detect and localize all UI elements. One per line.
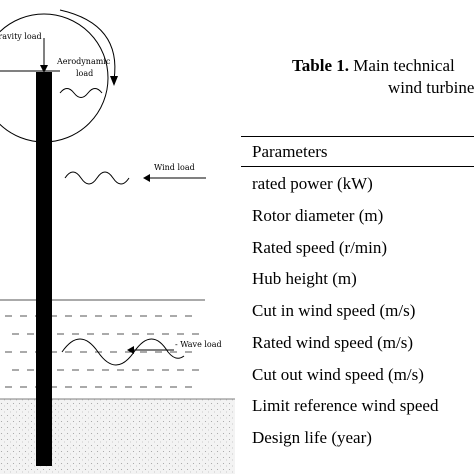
table-header: Parameters <box>252 142 328 161</box>
gravity-load-label: Gravity load <box>0 32 42 41</box>
aerodynamic-arrowhead <box>110 76 118 86</box>
table-row: rated power (kW) <box>252 174 373 193</box>
wind-load-label: Wind load <box>154 163 195 172</box>
aerodynamic-load-arrow <box>59 9 116 81</box>
wind-wave <box>64 171 130 185</box>
aerodynamic-load-label-2: load <box>76 69 94 78</box>
wind-arrowhead <box>143 174 150 182</box>
table-row: Limit reference wind speed <box>252 396 439 415</box>
table-row: Rated speed (r/min) <box>252 238 388 257</box>
aerodynamic-load-label: Aerodynamic <box>57 57 111 66</box>
sea-wave <box>61 338 185 366</box>
table-caption: Table 1. Main technical <box>292 57 455 74</box>
tower <box>36 72 52 466</box>
table-row: Hub height (m) <box>252 269 357 288</box>
table-row: Cut out wind speed (m/s) <box>252 365 424 384</box>
aerodynamic-wave <box>59 88 103 98</box>
table-top-rule <box>241 136 474 137</box>
seabed <box>0 399 235 474</box>
table-row: Cut in wind speed (m/s) <box>252 301 416 320</box>
table-caption-bold: Table 1. <box>292 56 350 75</box>
table-row: Design life (year) <box>252 428 372 447</box>
wave-load-label: - Wave load <box>175 340 222 349</box>
table-row: Rated wind speed (m/s) <box>252 333 413 352</box>
gravity-arrowhead <box>40 65 48 73</box>
table-header-rule <box>241 166 474 167</box>
table-caption-text: Main technical <box>349 56 455 75</box>
table-row: Rotor diameter (m) <box>252 206 384 225</box>
wave-arrowhead <box>127 346 134 354</box>
table-caption-line-2: wind turbine <box>388 78 474 97</box>
